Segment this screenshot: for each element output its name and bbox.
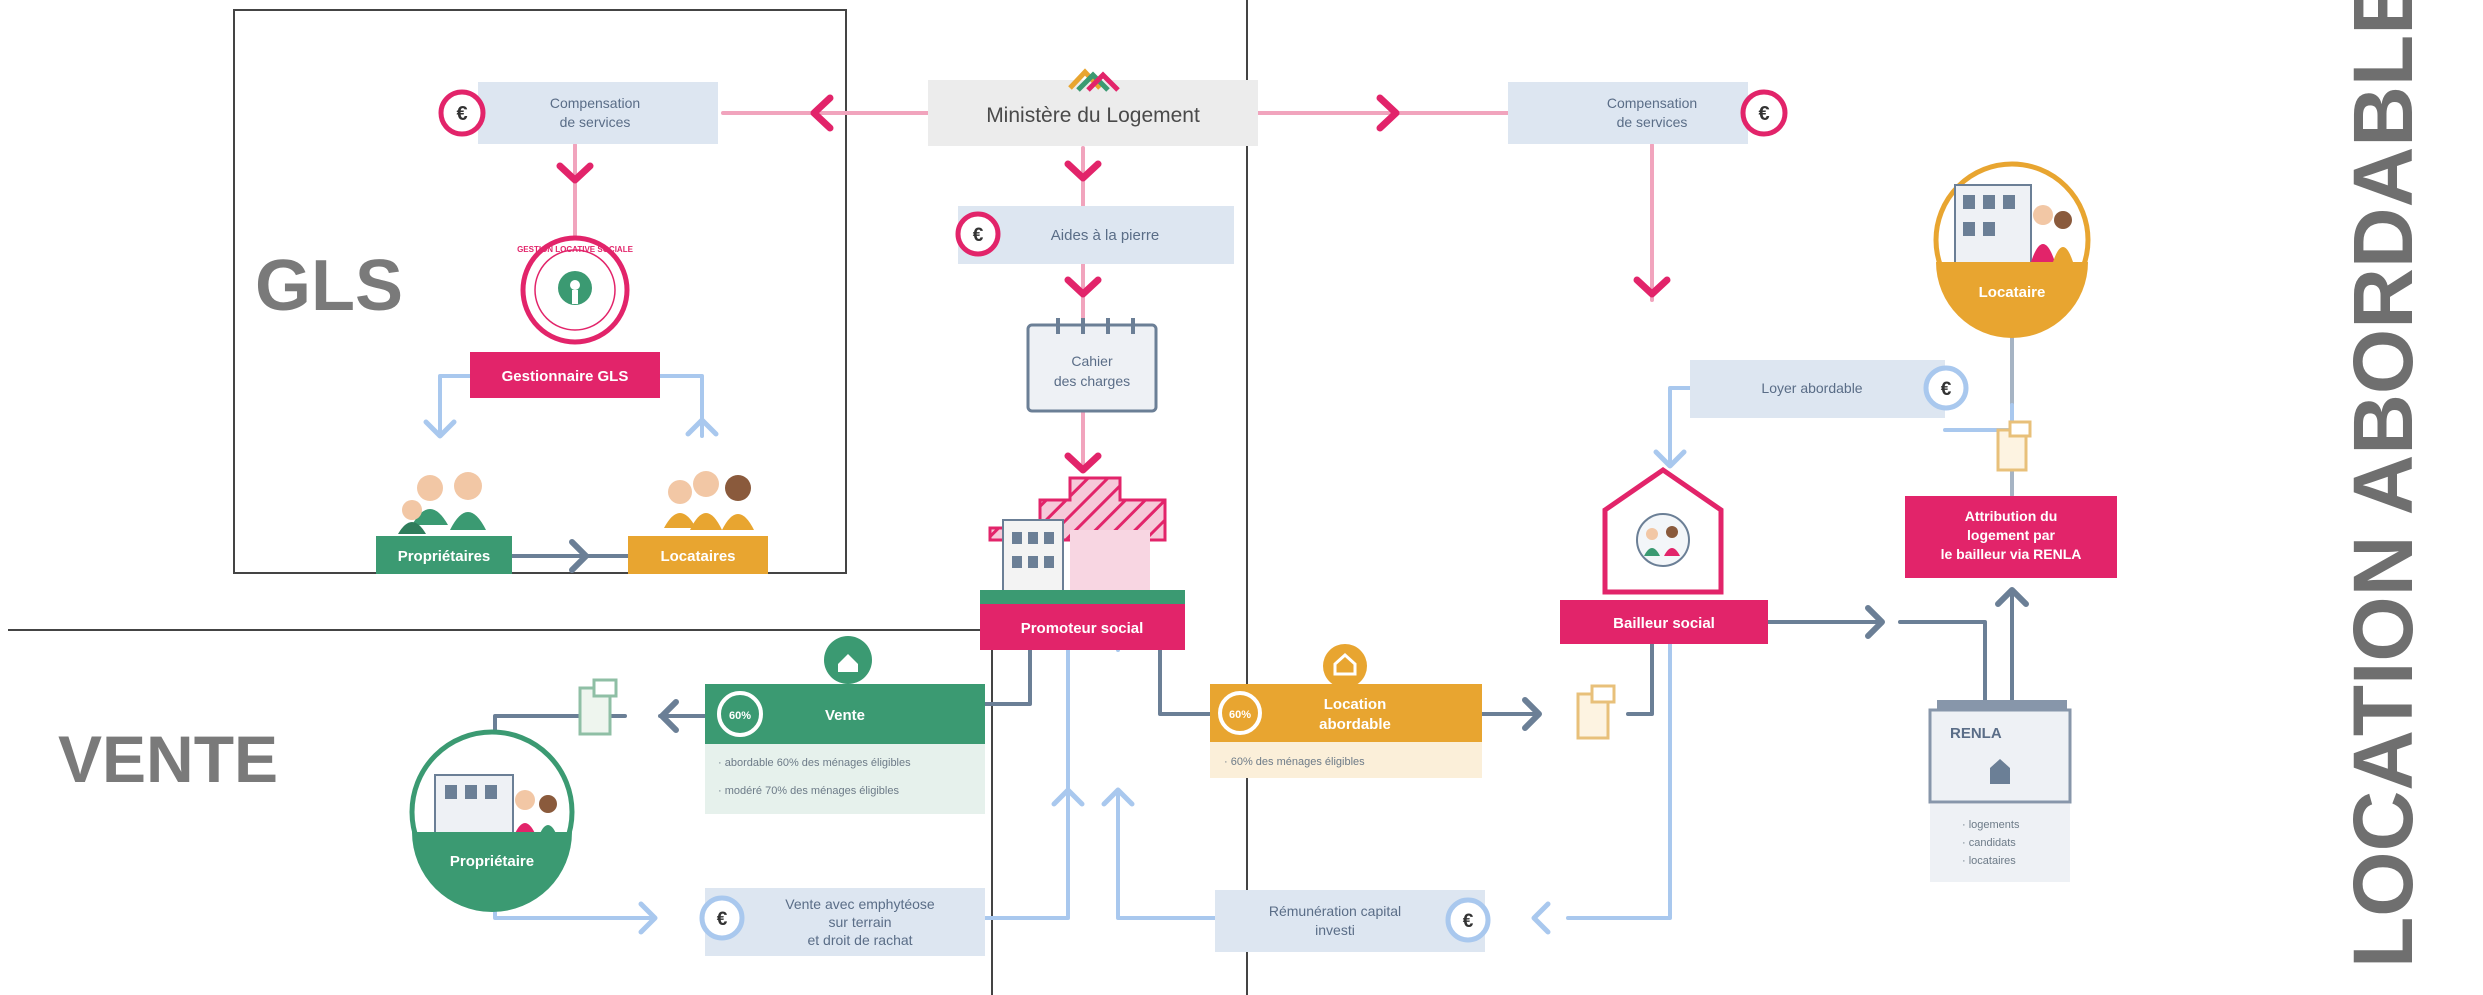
gestionnaire-label: Gestionnaire GLS	[502, 368, 629, 385]
cahier-line1: Cahier	[1071, 353, 1113, 369]
location-line2: abordable	[1319, 716, 1391, 733]
location-line1: Location	[1324, 696, 1387, 713]
house-icon	[1323, 644, 1367, 688]
locataire-label: Locataire	[1979, 284, 2046, 301]
vente-emphyteose-line1: Vente avec emphytéose	[785, 896, 935, 912]
remuneration-line1: Rémunération capital	[1269, 903, 1401, 919]
location-item-1: · 60% des ménages éligibles	[1224, 756, 1365, 768]
attribution-line2: logement par	[1967, 527, 2055, 543]
svg-text:€: €	[1941, 379, 1952, 400]
renla-item-3: · locataires	[1962, 855, 2016, 867]
compensation-right-node: € Compensation de services	[1508, 82, 1788, 144]
euro-icon	[1445, 897, 1491, 943]
vente-label: Vente	[825, 707, 865, 724]
vente-node: 60% Vente · abordable 60% des ménages él…	[705, 636, 985, 814]
proprietaires-node: Propriétaires	[376, 536, 512, 574]
svg-text:€: €	[1758, 103, 1769, 125]
section-title-location: LOCATION ABORDABLE	[2336, 0, 2430, 968]
locataires-illustration	[664, 471, 754, 530]
compensation-left-line2: de services	[560, 114, 631, 130]
vente-emphyteose-node: € Vente avec emphytéose sur terrain et d…	[699, 888, 985, 956]
compensation-right-line1: Compensation	[1607, 95, 1697, 111]
gls-seal: GESTION LOCATIVE SOCIALE	[517, 235, 634, 345]
bailleur-node: Bailleur social	[1560, 600, 1768, 644]
locataires-label: Locataires	[660, 548, 735, 565]
bailleur-house-icon	[1602, 466, 1724, 595]
logo-icon	[1068, 68, 1120, 92]
section-title-gls: GLS	[255, 246, 403, 326]
gls-frame	[233, 9, 847, 574]
promoteur-node: Promoteur social	[980, 604, 1185, 650]
renla-label: RENLA	[1950, 725, 2002, 742]
euro-icon	[1740, 89, 1788, 137]
ministere-node: Ministère du Logement	[928, 68, 1258, 146]
proprietaires-label: Propriétaires	[398, 548, 491, 565]
proprietaires-illustration	[398, 472, 486, 534]
cahier-node: Cahier des charges	[1026, 318, 1158, 413]
vente-item-2: · modéré 70% des ménages éligibles	[718, 785, 899, 797]
svg-text:€: €	[1463, 911, 1474, 932]
gestionnaire-node: Gestionnaire GLS	[470, 352, 660, 398]
svg-text:€: €	[973, 225, 984, 246]
aides-node: € Aides à la pierre	[955, 206, 1234, 264]
compensation-left-line1: Compensation	[550, 95, 640, 111]
house-icon	[1990, 759, 2010, 784]
loyer-label: Loyer abordable	[1761, 380, 1862, 396]
bailleur-label: Bailleur social	[1613, 615, 1715, 632]
remuneration-node: € Rémunération capital investi	[1215, 890, 1491, 952]
euro-icon	[438, 89, 486, 137]
svg-text:€: €	[717, 909, 728, 930]
loyer-node: € Loyer abordable	[1690, 360, 1969, 418]
compensation-left-node: € Compensation de services	[438, 82, 718, 144]
calendar-icon	[1026, 323, 1158, 413]
aides-label: Aides à la pierre	[1051, 227, 1159, 244]
vente-emphyteose-line2: sur terrain	[828, 914, 891, 930]
location-node: 60% Location abordable · 60% des ménages…	[1210, 644, 1482, 778]
vente-item-1: · abordable 60% des ménages éligibles	[718, 757, 911, 769]
ministere-label: Ministère du Logement	[986, 104, 1200, 127]
euro-icon	[955, 211, 1001, 257]
locataire-node: Locataire	[1933, 161, 2091, 338]
svg-text:€: €	[456, 103, 467, 125]
euro-icon	[699, 895, 745, 941]
location-pct: 60%	[1229, 709, 1251, 721]
seal-text: GESTION LOCATIVE SOCIALE	[517, 245, 634, 254]
document-icon	[1576, 684, 1616, 740]
compensation-right-line2: de services	[1617, 114, 1688, 130]
proprietaire-label: Propriétaire	[450, 853, 534, 870]
euro-icon	[1923, 365, 1969, 411]
renla-item-2: · candidats	[1962, 837, 2016, 849]
renla-node: RENLA · logements · candidats · locatair…	[1928, 700, 2072, 882]
vente-pct: 60%	[729, 710, 751, 722]
attribution-line1: Attribution du	[1965, 508, 2058, 524]
locataires-node: Locataires	[628, 536, 768, 574]
attribution-node: Attribution du logement par le bailleur …	[1905, 496, 2117, 578]
document-icon	[1996, 420, 2032, 472]
renla-item-1: · logements	[1962, 819, 2020, 831]
vente-emphyteose-line3: et droit de rachat	[807, 932, 912, 948]
attribution-line3: le bailleur via RENLA	[1941, 546, 2082, 562]
section-title-vente: VENTE	[58, 722, 278, 796]
cahier-line2: des charges	[1054, 373, 1130, 389]
proprietaire-node: Propriétaire	[409, 729, 575, 912]
remuneration-line2: investi	[1315, 922, 1355, 938]
promoteur-label: Promoteur social	[1021, 620, 1144, 637]
promoteur-building-icon	[980, 476, 1185, 608]
document-icon	[578, 678, 618, 736]
